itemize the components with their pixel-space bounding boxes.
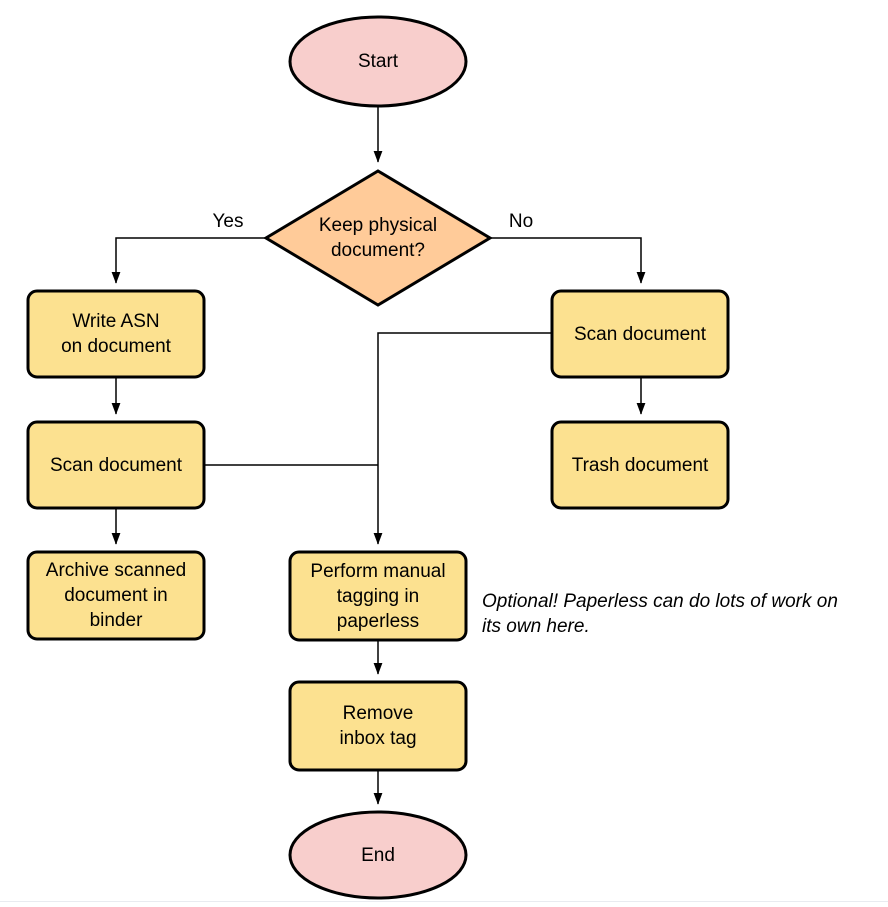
optional-annotation: Optional! Paperless can do lots of work … — [482, 591, 838, 637]
no-edge-label: No — [508, 211, 534, 232]
edge-decision-yes-to-write-asn — [111, 237, 266, 284]
write-asn-process-shape — [26, 289, 206, 379]
tagging-process-shape — [288, 550, 468, 642]
decision-diamond-shape — [263, 169, 493, 307]
end-terminator-shape — [288, 810, 468, 900]
remove-inbox-process-shape — [288, 680, 468, 772]
edge-scan-right-to-tagging — [373, 332, 552, 545]
scan-document-left-process-shape — [26, 420, 206, 510]
page-bottom-edge-divider — [0, 901, 888, 902]
edge-decision-no-to-scan-right — [490, 237, 646, 284]
scan-document-right-process-shape — [550, 289, 730, 379]
yes-edge-label: Yes — [212, 211, 244, 232]
start-terminator-shape — [288, 15, 468, 108]
trash-process-shape — [550, 420, 730, 510]
archive-process-shape — [26, 550, 206, 641]
